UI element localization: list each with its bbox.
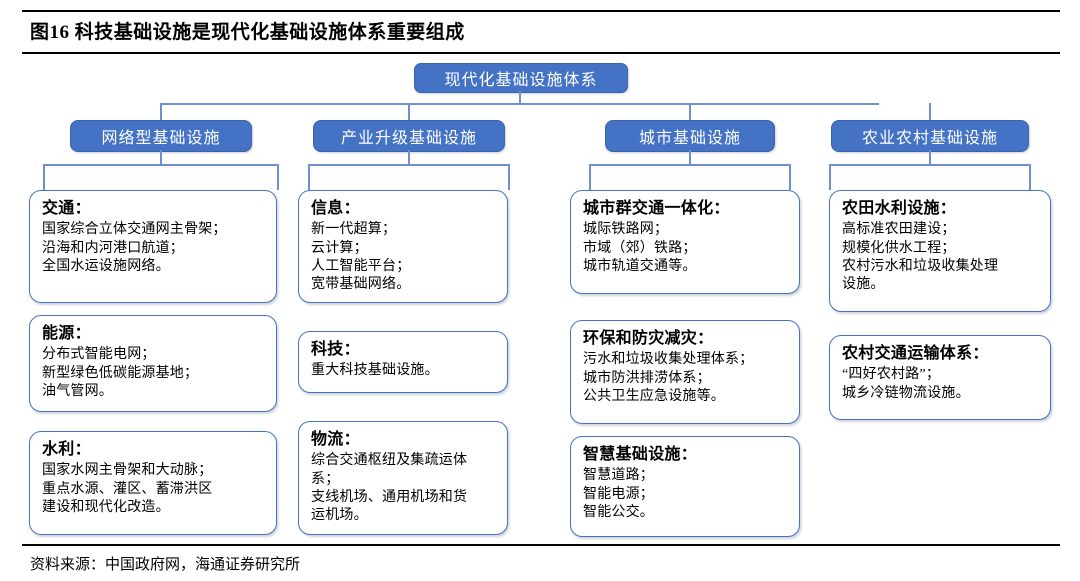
leaf-box-transport[interactable]: 交通： 国家综合立体交通网主骨架； 沿海和内河港口航道； 全国水运设施网络。 [29,190,277,303]
leaf-body: 国家综合立体交通网主骨架； 沿海和内河港口航道； 全国水运设施网络。 [42,222,227,274]
leaf-heading: 城市群交通一体化： [583,200,730,217]
leaf-body: 高标准农田建设； 规模化供水工程； 农村污水和垃圾收集处理 设施。 [842,222,999,293]
connector-drop-cat-3 [929,103,931,120]
category-node-industrial-upgrade-infrastructure[interactable]: 产业升级基础设施 [313,120,505,152]
category-node-network-infrastructure[interactable]: 网络型基础设施 [70,120,252,152]
leaf-heading: 能源： [42,325,91,342]
leaf-box-urban-transport-integration[interactable]: 城市群交通一体化： 城际铁路网； 市域（郊）铁路； 城市轨道交通等。 [570,190,800,294]
connector-drop-cat-0-left [43,164,45,190]
connector-drop-cat-1-left [308,164,310,190]
connector-stem-cat-1 [408,150,410,164]
bottom-rule [22,544,1060,546]
leaf-box-water-conservancy[interactable]: 水利： 国家水网主骨架和大动脉； 重点水源、灌区、蓄滞洪区 建设和现代化改造。 [29,431,277,535]
leaf-box-farmland-water-facilities[interactable]: 农田水利设施： 高标准农田建设； 规模化供水工程； 农村污水和垃圾收集处理 设施… [829,190,1051,312]
connector-root-stem [519,91,521,103]
leaf-heading: 环保和防灾减灾： [583,330,714,347]
leaf-heading: 物流： [311,431,360,448]
leaf-box-technology[interactable]: 科技： 重大科技基础设施。 [298,331,508,393]
leaf-heading: 农村交通运输体系： [842,345,989,362]
leaf-body: “四好农村路”； 城乡冷链物流设施。 [842,367,970,401]
leaf-box-information[interactable]: 信息： 新一代超算； 云计算； 人工智能平台； 宽带基础网络。 [298,190,508,303]
leaf-body: 分布式智能电网； 新型绿色低碳能源基地； 油气管网。 [42,347,199,399]
leaf-body: 污水和垃圾收集处理体系； 城市防洪排涝体系； 公共卫生应急设施等。 [583,352,754,404]
connector-drop-cat-0 [160,103,162,120]
connector-drop-cat-0-right [277,164,279,190]
connector-bus-cat-2 [589,164,789,166]
leaf-heading: 信息： [311,200,360,217]
category-node-agriculture-rural-infrastructure[interactable]: 农业农村基础设施 [831,120,1029,152]
connector-drop-cat-3-left [829,164,831,190]
source-note: 资料来源：中国政府网，海通证券研究所 [30,557,301,573]
title-underline-rule [22,52,1060,54]
leaf-box-environment-disaster-prevention[interactable]: 环保和防灾减灾： 污水和垃圾收集处理体系； 城市防洪排涝体系； 公共卫生应急设施… [570,320,800,424]
connector-drop-cat-2-right [789,164,791,190]
connector-drop-cat-1 [408,103,410,120]
leaf-body: 智慧道路； 智能电源； 智能公交。 [583,468,654,520]
root-node-modern-infrastructure-system[interactable]: 现代化基础设施体系 [414,63,628,93]
leaf-body: 综合交通枢纽及集疏运体 系； 支线机场、通用机场和货 运机场。 [311,453,468,524]
connector-drop-cat-3-right [1029,164,1031,190]
leaf-heading: 科技： [311,341,360,358]
connector-drop-cat-2 [689,103,691,120]
connector-drop-cat-2-left [589,164,591,190]
figure-title: 图16 科技基础设施是现代化基础设施体系重要组成 [30,22,465,43]
category-node-urban-infrastructure[interactable]: 城市基础设施 [605,120,775,152]
connector-bus-cat-3 [829,164,1029,166]
connector-bus-cat-0 [43,164,277,166]
leaf-body: 城际铁路网； 市域（郊）铁路； 城市轨道交通等。 [583,222,697,274]
connector-main-bus [160,103,879,105]
connector-stem-cat-3 [929,150,931,164]
leaf-body: 国家水网主骨架和大动脉； 重点水源、灌区、蓄滞洪区 建设和现代化改造。 [42,463,213,515]
connector-stem-cat-0 [160,150,162,164]
leaf-body: 重大科技基础设施。 [311,363,439,379]
leaf-heading: 交通： [42,200,91,217]
leaf-box-smart-infrastructure[interactable]: 智慧基础设施： 智慧道路； 智能电源； 智能公交。 [570,436,800,537]
top-rule [22,10,1060,12]
leaf-heading: 农田水利设施： [842,200,957,217]
leaf-box-logistics[interactable]: 物流： 综合交通枢纽及集疏运体 系； 支线机场、通用机场和货 运机场。 [298,421,508,535]
connector-drop-cat-1-right [508,164,510,190]
leaf-box-rural-transport-system[interactable]: 农村交通运输体系： “四好农村路”； 城乡冷链物流设施。 [829,335,1051,420]
connector-bus-cat-1 [308,164,508,166]
leaf-box-energy[interactable]: 能源： 分布式智能电网； 新型绿色低碳能源基地； 油气管网。 [29,315,277,412]
connector-stem-cat-2 [689,150,691,164]
leaf-body: 新一代超算； 云计算； 人工智能平台； 宽带基础网络。 [311,222,411,293]
leaf-heading: 智慧基础设施： [583,446,698,463]
leaf-heading: 水利： [42,441,91,458]
